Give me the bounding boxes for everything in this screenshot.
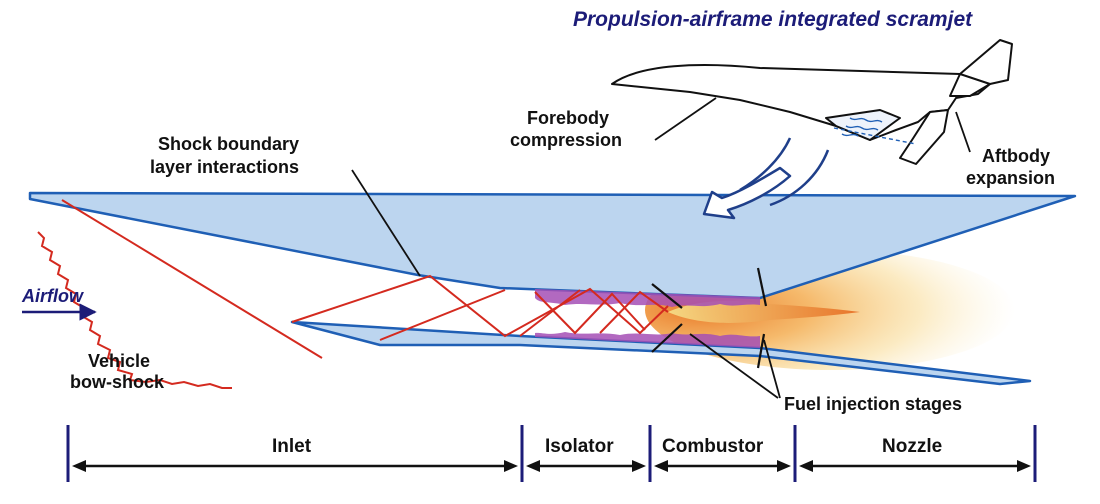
flame-core [668,301,860,323]
forebody-label: Forebody [527,108,609,128]
fuel-leader-lines [689,333,781,399]
forebody-arrow [702,166,792,220]
shock-leader-line [351,169,421,277]
shock-boundary-label: Shock boundary [158,134,299,154]
section-ticks [66,425,1037,482]
aircraft-illustration [611,39,1013,165]
forebody-label-2: compression [510,130,622,150]
shock-lines [37,199,669,389]
aftbody-label: Aftbody [982,146,1050,166]
aftbody-leader-line [955,111,971,153]
section-arrows [72,460,1031,472]
bow-shock-label: Vehicle [88,351,150,371]
aircraft-engine-detail [833,117,917,145]
upper-body [28,191,1077,300]
airflow-label: Airflow [21,286,84,306]
section-label-inlet: Inlet [272,436,312,457]
fuel-injection-markers [651,267,768,369]
fuel-injection-label: Fuel injection stages [784,394,962,414]
shock-boundary-label-2: layer interactions [150,157,299,177]
section-label-isolator: Isolator [545,436,614,457]
section-label-nozzle: Nozzle [882,436,942,457]
bow-shock-label-2: bow-shock [70,372,165,392]
forebody-leader-line [654,97,717,141]
section-label-combustor: Combustor [662,436,764,457]
aftbody-label-2: expansion [966,168,1055,188]
flow-curve-2 [769,149,830,207]
diagram-title: Propulsion-airframe integrated scramjet [573,8,973,31]
